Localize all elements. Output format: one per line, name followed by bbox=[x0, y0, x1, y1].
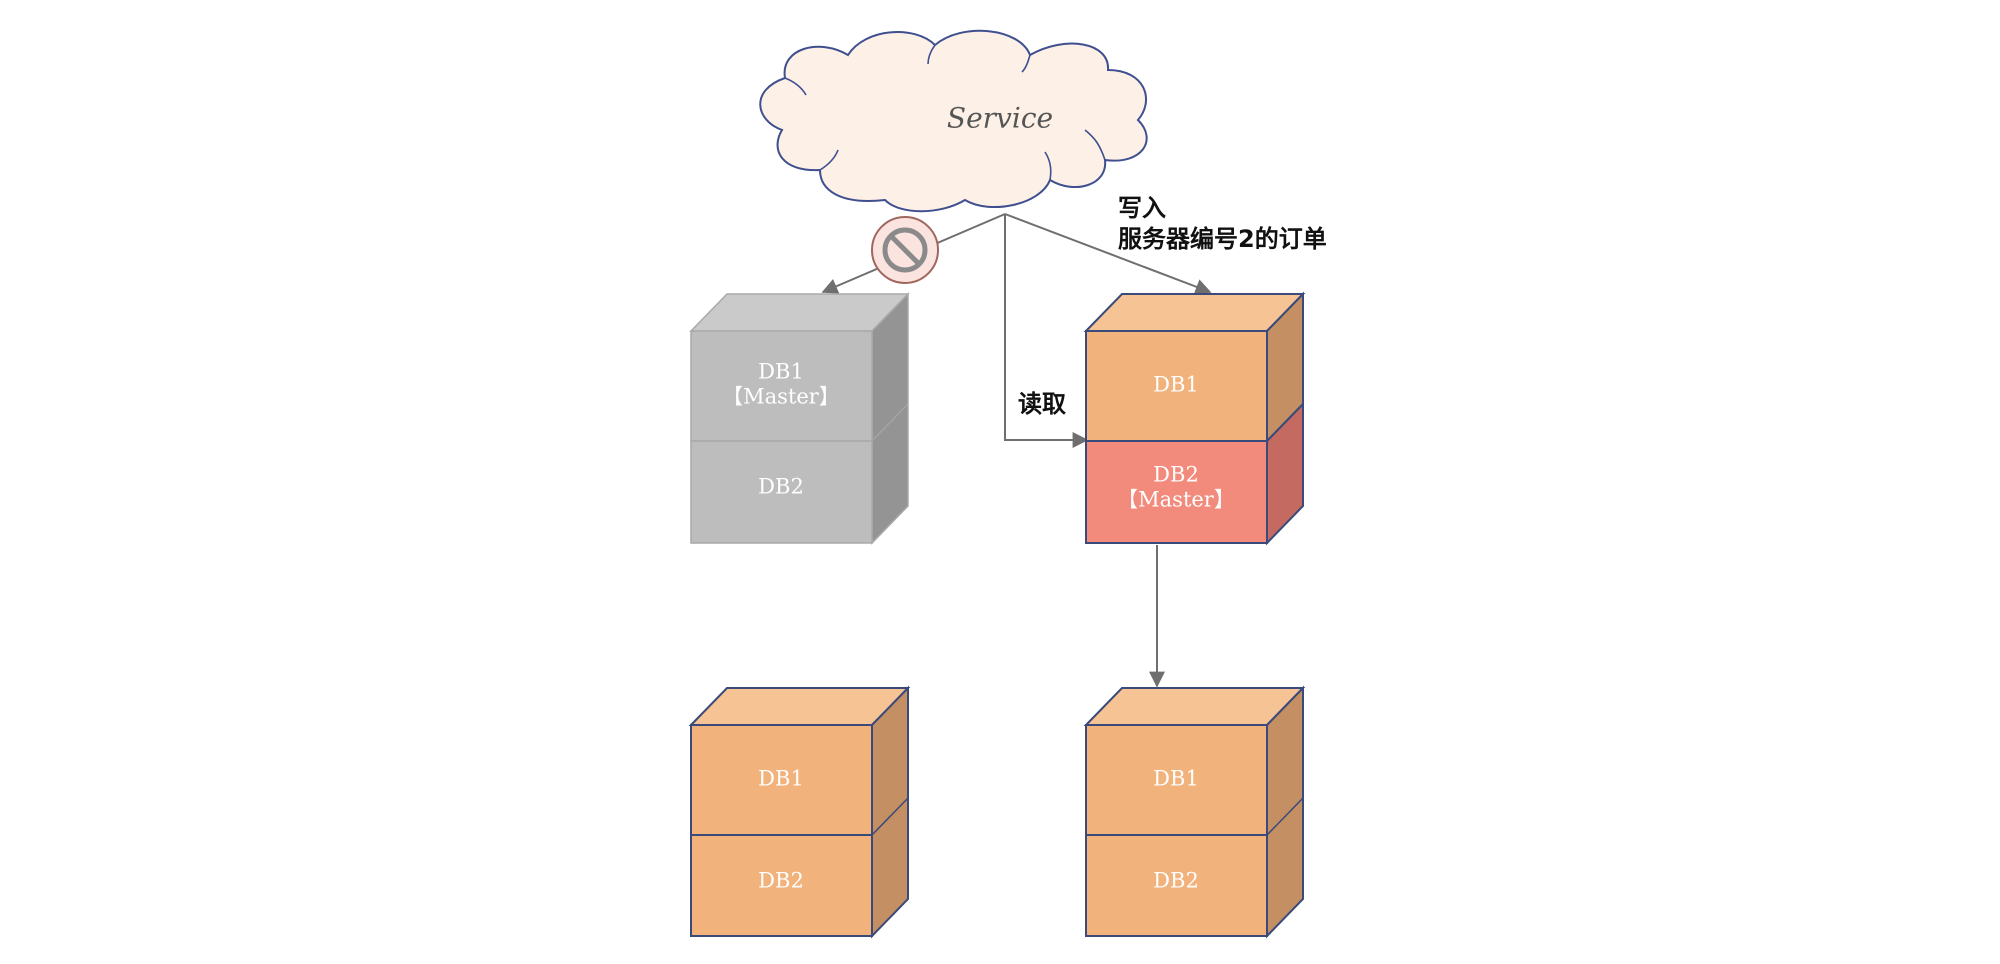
server-2-db1-label: DB1 bbox=[1153, 373, 1199, 397]
server-4-db1-label: DB1 bbox=[1153, 767, 1199, 791]
server-1-db1-label: DB1 bbox=[758, 360, 804, 384]
blocked-icon bbox=[871, 216, 939, 284]
server-3: DB1 DB2 bbox=[688, 685, 911, 939]
service-label: Service bbox=[947, 102, 1053, 135]
read-arrow bbox=[1004, 214, 1089, 448]
server-1-db2-label: DB2 bbox=[758, 475, 804, 499]
server-3-db1-panel bbox=[690, 724, 873, 836]
read-annotation: 读取 bbox=[1018, 390, 1066, 418]
service-cloud: Service bbox=[759, 29, 1148, 213]
server-2-db1-panel bbox=[1085, 330, 1268, 442]
server-4-db2-label: DB2 bbox=[1153, 869, 1199, 893]
server-2: DB1 DB2 【Master】 bbox=[1083, 291, 1306, 546]
server-3-db2-label: DB2 bbox=[758, 869, 804, 893]
server-2-db2-panel bbox=[1085, 440, 1268, 544]
write-annotation-line1: 写入 bbox=[1118, 194, 1166, 222]
server-2-db2-label: DB2 bbox=[1153, 463, 1199, 487]
server-1: DB1 【Master】 DB2 bbox=[689, 292, 910, 545]
write-arrow bbox=[1004, 213, 1212, 295]
server-4-db2-panel bbox=[1085, 834, 1268, 937]
server-3-db1-label: DB1 bbox=[758, 767, 804, 791]
server-4: DB1 DB2 bbox=[1083, 685, 1306, 939]
write-annotation-line2: 服务器编号2的订单 bbox=[1118, 225, 1327, 253]
server-1-db1-sub: 【Master】 bbox=[722, 385, 840, 409]
server-2-db2-sub: 【Master】 bbox=[1117, 488, 1235, 512]
server-3-db2-panel bbox=[690, 834, 873, 937]
server-1-db2-panel bbox=[690, 440, 873, 544]
